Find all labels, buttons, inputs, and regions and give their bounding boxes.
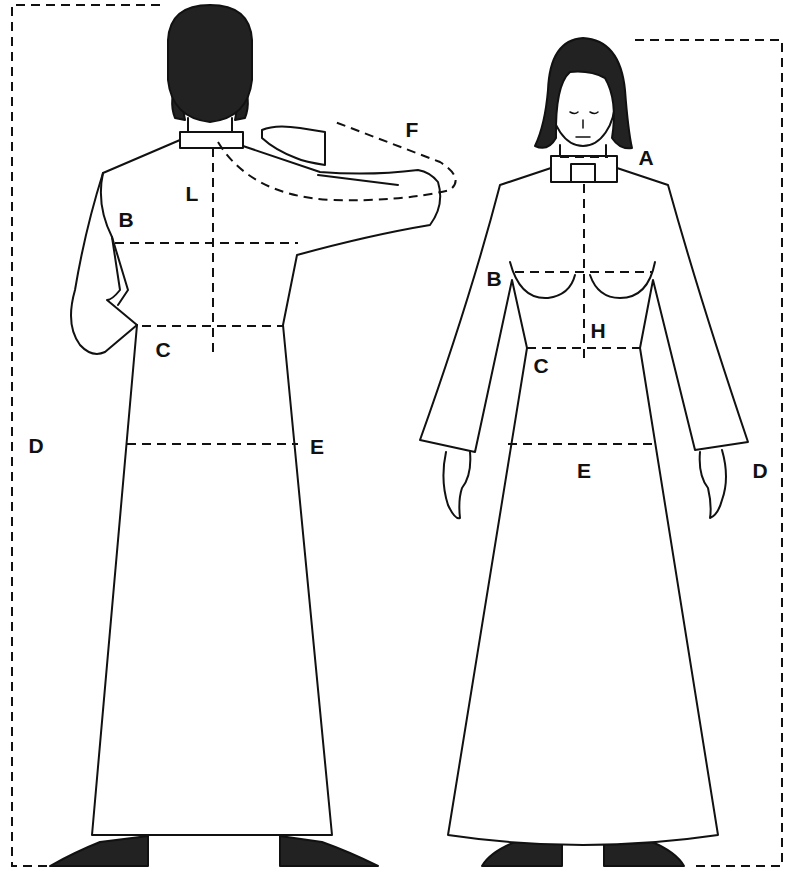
measurement-letter: A	[636, 146, 655, 169]
measurement-letter: L	[184, 182, 201, 205]
measurement-letter: C	[531, 354, 550, 377]
measurement-letter: H	[588, 319, 607, 342]
measurement-letter: F	[404, 118, 421, 141]
measurement-letter: C	[153, 338, 172, 361]
measurement-letter: B	[484, 267, 503, 290]
measurement-letter: E	[308, 435, 326, 458]
measurement-letter: E	[575, 459, 593, 482]
measurement-letter: D	[750, 459, 769, 482]
measurement-letter: D	[26, 434, 45, 457]
measurement-letter: B	[116, 208, 135, 231]
